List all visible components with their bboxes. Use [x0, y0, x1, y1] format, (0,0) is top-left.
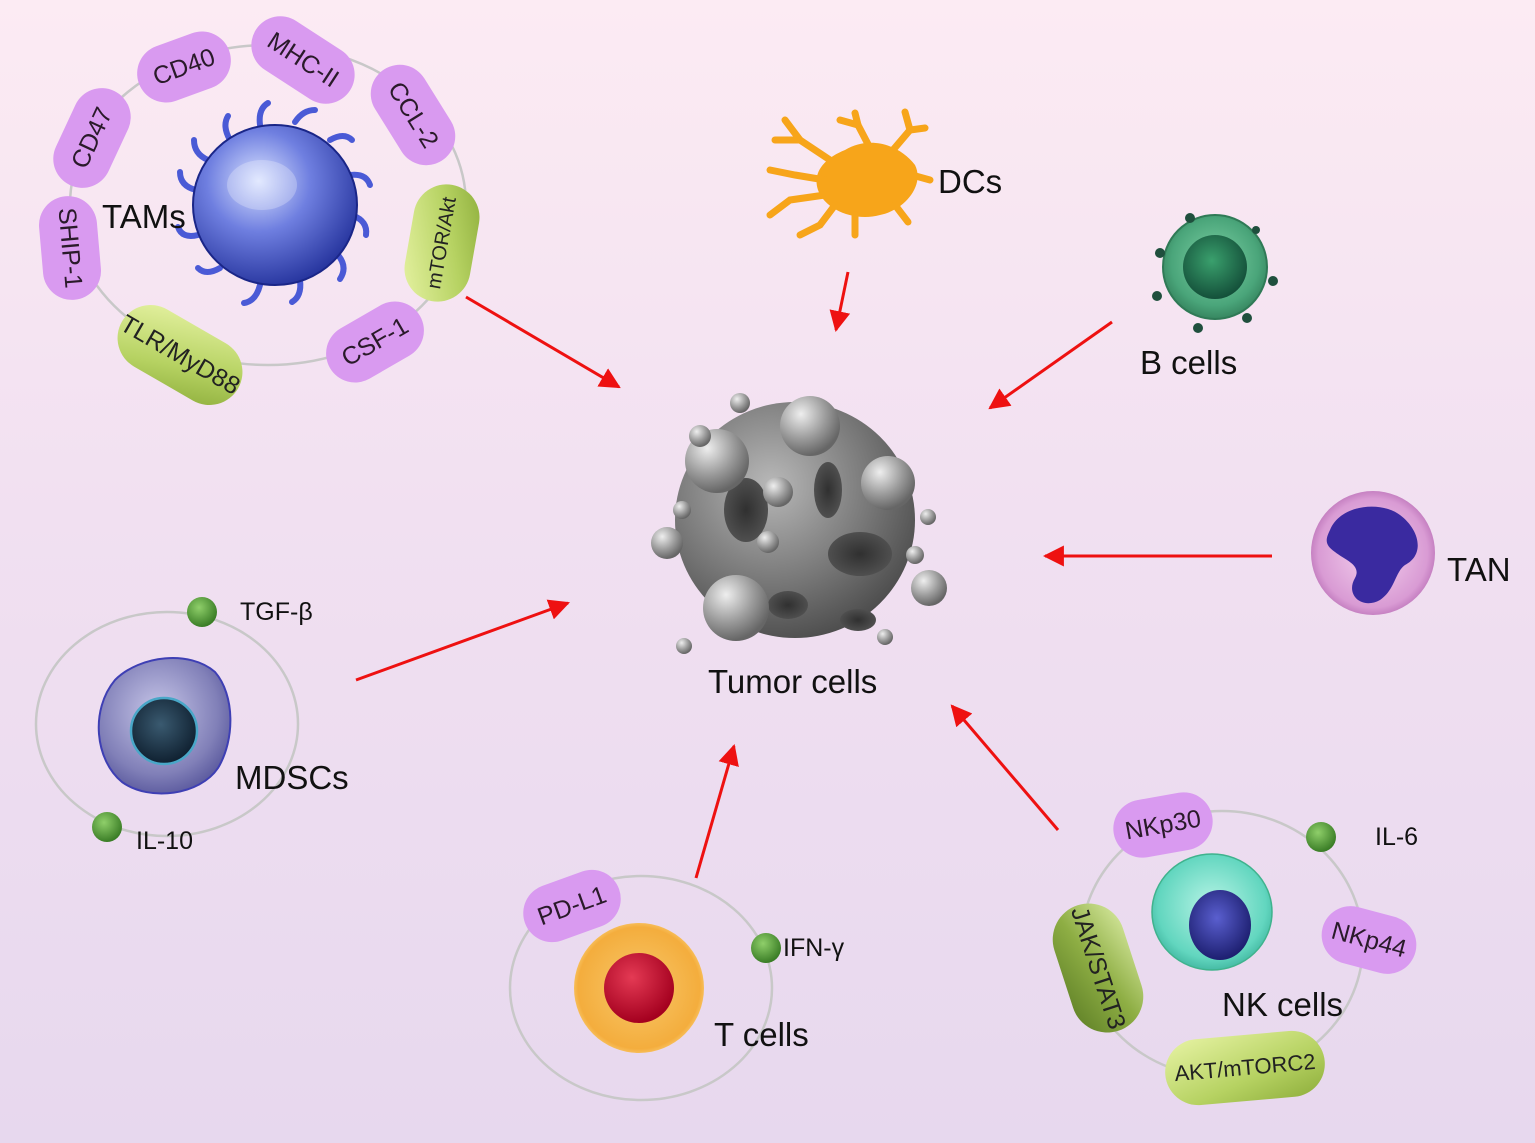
il6-dot: [1306, 822, 1336, 852]
label-b-cells: B cells: [1140, 344, 1238, 381]
label-t-cells: T cells: [714, 1016, 809, 1053]
tam-cell: [175, 100, 373, 306]
label-mdscs: MDSCs: [235, 759, 349, 796]
arrow-bcells-to-tumor: [988, 320, 1113, 410]
ifng-dot: [751, 933, 781, 963]
il10-dot: [92, 812, 122, 842]
t-cell: [574, 923, 704, 1053]
arrow-tcells-to-tumor: [694, 743, 739, 879]
tan-cell: [1311, 491, 1435, 615]
label-tams: TAMs: [102, 198, 186, 235]
arrow-mdscs-to-tumor: [355, 599, 570, 682]
t-ring: [508, 874, 774, 1102]
dc-cell: [766, 108, 934, 239]
label-tumor-cells: Tumor cells: [708, 663, 878, 700]
label-il6: IL-6: [1375, 823, 1419, 851]
label-il10: IL-10: [136, 827, 193, 855]
tumor-cell: [651, 393, 947, 654]
b-cell: [1152, 213, 1278, 333]
arrow-dcs-to-tumor: [829, 271, 851, 333]
label-dcs: DCs: [938, 163, 1003, 200]
nk-cell: [1151, 853, 1273, 971]
mdsc-ring: [34, 610, 300, 838]
label-tan: TAN: [1447, 551, 1511, 588]
label-tgfb: TGF-β: [240, 598, 313, 626]
label-nk-cells: NK cells: [1222, 986, 1344, 1023]
label-ifng: IFN-γ: [783, 934, 845, 962]
mdsc-cell: [97, 657, 232, 795]
arrow-nkcells-to-tumor: [950, 704, 1060, 831]
arrow-tams-to-tumor: [465, 295, 621, 389]
tgfb-dot: [187, 597, 217, 627]
